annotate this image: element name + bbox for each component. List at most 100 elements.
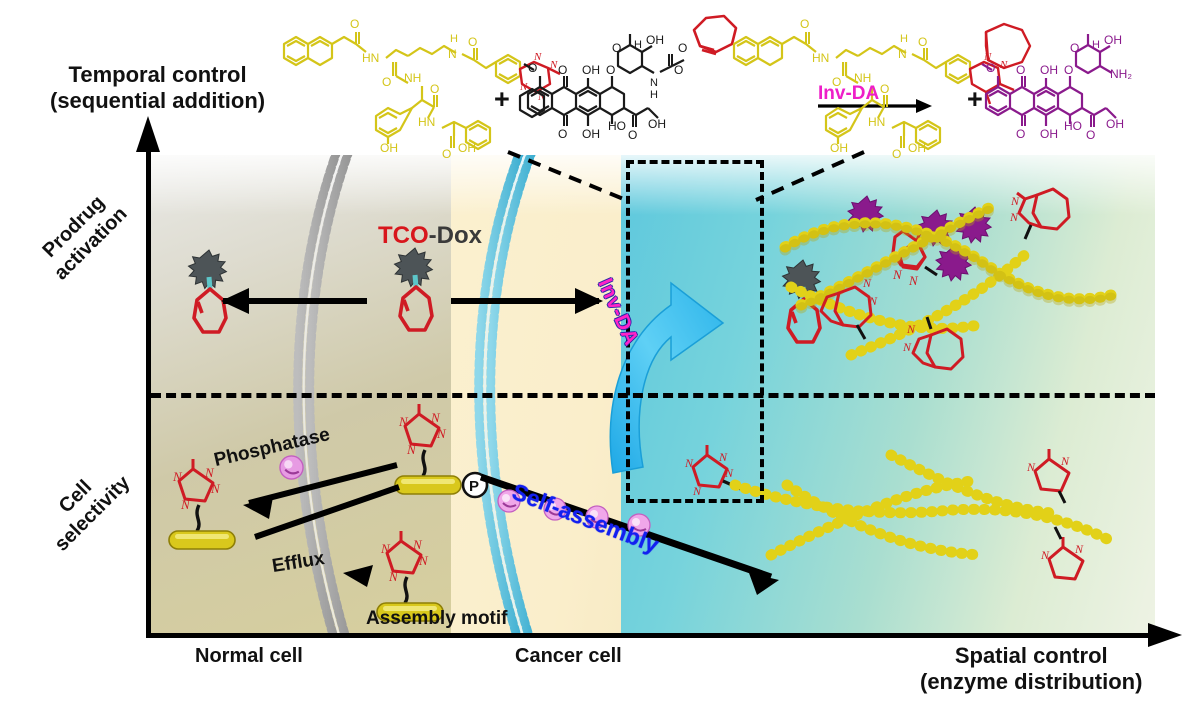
svg-text:O: O — [468, 35, 477, 49]
product-pyridazine-peptide: O HN H N O O NH OH — [732, 17, 972, 161]
cancer-cell-membrane — [474, 155, 536, 633]
svg-text:OH: OH — [1040, 127, 1058, 141]
svg-text:HN: HN — [362, 51, 379, 65]
arrow-influx-cancer — [451, 288, 603, 314]
svg-text:N: N — [902, 340, 912, 354]
svg-text:N: N — [1009, 210, 1019, 224]
tco-dox-molecule-normal-cell — [187, 249, 228, 334]
prodrug-row-graphics: N N — [168, 187, 1117, 622]
assembly-motif-normal-cell: N N N N — [168, 459, 236, 550]
svg-text:O: O — [628, 128, 637, 142]
arrow-efflux — [254, 484, 400, 587]
svg-text:H: H — [1092, 39, 1100, 51]
x-axis-label-line2: (enzyme distribution) — [920, 668, 1143, 694]
inv-da-arrow — [609, 281, 725, 474]
svg-text:OH: OH — [830, 141, 848, 155]
svg-text:N: N — [898, 47, 907, 61]
y-axis — [146, 150, 151, 638]
svg-text:N: N — [549, 59, 558, 71]
arrow-influx-normal — [221, 288, 367, 314]
y-axis-label-line1: Temporal control — [68, 62, 247, 87]
svg-text:N: N — [1026, 460, 1036, 474]
svg-text:OH: OH — [1106, 117, 1124, 131]
x-axis — [146, 633, 1156, 638]
svg-text:O: O — [1016, 63, 1025, 77]
svg-text:O: O — [1064, 63, 1073, 77]
svg-text:N: N — [398, 414, 409, 429]
tco-dox-label-prefix: TCO — [378, 222, 429, 249]
tco-dox-label-suffix: -Dox — [428, 222, 483, 249]
svg-text:H: H — [900, 33, 908, 45]
y-axis-label-line2: (sequential addition) — [50, 87, 266, 113]
phosphorylated-precursor: N N N N P — [394, 404, 489, 499]
svg-text:N: N — [430, 410, 441, 425]
svg-text:O: O — [832, 75, 841, 89]
svg-text:N: N — [388, 569, 399, 584]
svg-text:OH: OH — [646, 33, 664, 47]
svg-text:O: O — [430, 82, 439, 96]
svg-text:O: O — [674, 63, 683, 77]
svg-text:NH₂: NH₂ — [1110, 67, 1132, 81]
svg-text:N: N — [1060, 454, 1070, 468]
svg-text:N: N — [999, 59, 1008, 71]
svg-text:N: N — [1040, 548, 1050, 562]
svg-text:O: O — [558, 63, 567, 77]
membranes-layer — [293, 155, 536, 633]
svg-text:OH: OH — [380, 141, 398, 155]
reactant-tco-dox: O O OH OH O HO O O — [518, 33, 687, 142]
y-axis-arrowhead — [136, 116, 160, 152]
x-tick-cancer-cell: Cancer cell — [515, 645, 622, 667]
pyridazine-cyclooctene-icon: N N — [968, 22, 1032, 105]
nanofiber-network-bottom — [729, 449, 1117, 561]
svg-text:H: H — [450, 33, 458, 45]
svg-text:OH: OH — [648, 117, 666, 131]
svg-text:O: O — [1016, 127, 1025, 141]
svg-text:O: O — [880, 82, 889, 96]
svg-text:N: N — [892, 267, 903, 282]
svg-text:N: N — [210, 481, 221, 496]
svg-text:HN: HN — [812, 51, 829, 65]
svg-text:NH: NH — [854, 71, 871, 85]
svg-text:OH: OH — [582, 127, 600, 141]
x-axis-label-line1: Spatial control — [954, 643, 1108, 668]
svg-text:O: O — [442, 147, 451, 161]
svg-text:O: O — [800, 17, 809, 31]
assembly-motif-efflux: N N N N — [376, 531, 444, 622]
svg-text:N: N — [418, 553, 429, 568]
reaction-plus-1: + — [494, 84, 510, 114]
svg-text:OH: OH — [582, 63, 600, 77]
svg-text:N: N — [724, 466, 734, 480]
fiber-adducts-top: N N N N N N — [819, 187, 1071, 371]
svg-text:O: O — [1086, 128, 1095, 142]
svg-text:OH: OH — [458, 141, 476, 155]
reaction-arrow — [818, 99, 932, 113]
svg-text:OH: OH — [1040, 63, 1058, 77]
svg-text:N: N — [862, 276, 872, 290]
svg-text:N: N — [180, 497, 191, 512]
tco-ring-reactant-icon — [692, 14, 738, 56]
tco-dox-molecule-cytosol — [393, 247, 434, 332]
reaction-scheme: O HN H N O O NH — [282, 14, 1132, 161]
reactant-tetrazine-peptide: O HN H N O O NH — [282, 17, 522, 161]
x-axis-arrowhead — [1148, 623, 1182, 647]
arrow-dephosphorylation — [243, 462, 398, 519]
svg-text:N: N — [906, 322, 916, 336]
tetrazine-head-icon: N N N N — [518, 51, 561, 103]
svg-text:HO: HO — [1064, 119, 1082, 133]
svg-text:H: H — [650, 89, 658, 101]
svg-text:N: N — [684, 456, 694, 470]
svg-text:N: N — [650, 77, 658, 89]
svg-text:P: P — [469, 478, 479, 495]
svg-text:N: N — [718, 450, 728, 464]
svg-text:N: N — [406, 442, 417, 457]
svg-text:N: N — [204, 465, 215, 480]
svg-text:OH: OH — [1104, 33, 1122, 47]
reaction-plus-2: + — [967, 84, 983, 114]
svg-text:O: O — [558, 127, 567, 141]
y-axis-label: Temporal control (sequential addition) — [50, 62, 265, 114]
svg-text:N: N — [537, 91, 546, 103]
svg-text:N: N — [692, 484, 702, 498]
svg-text:N: N — [448, 47, 457, 61]
